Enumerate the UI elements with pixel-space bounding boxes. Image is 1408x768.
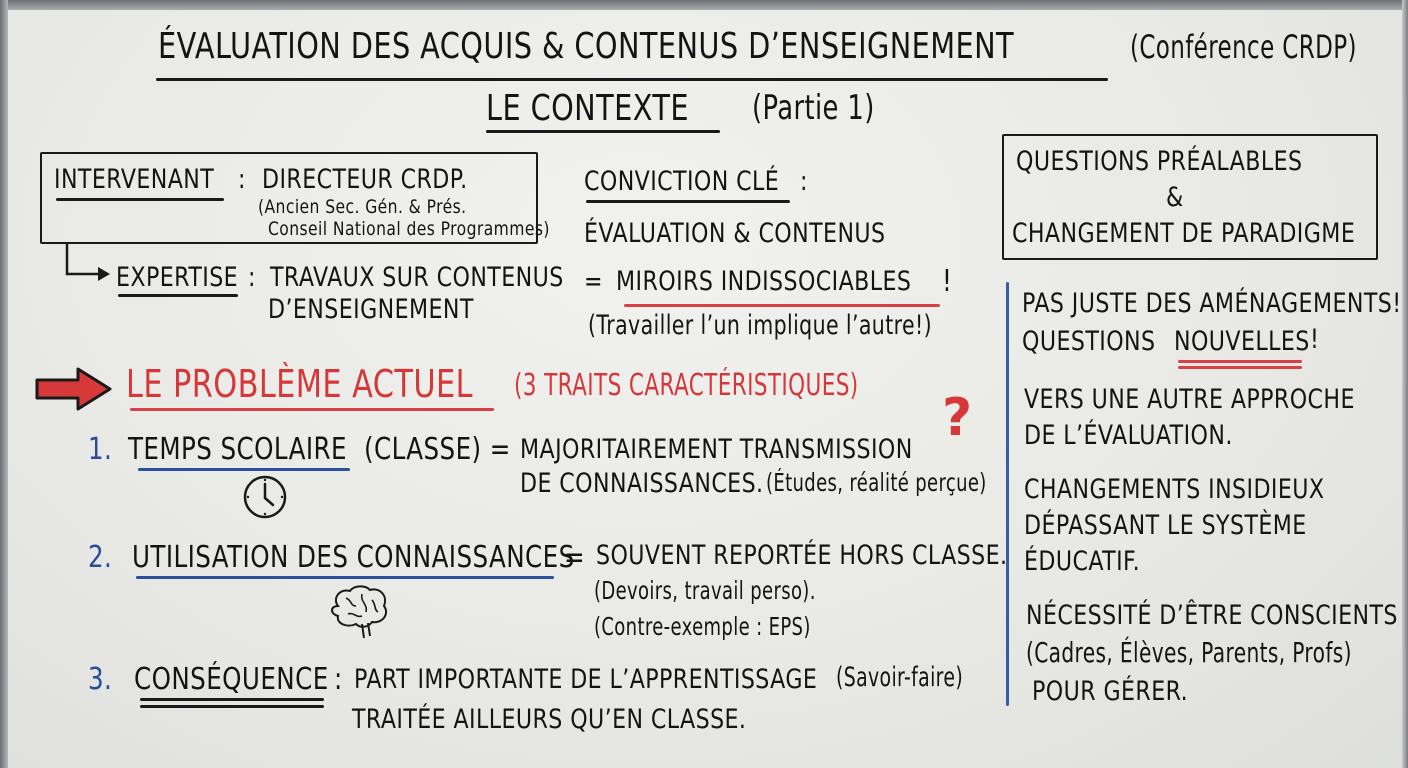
speaker-note-2: Conseil National des Programmes) <box>268 218 550 240</box>
speaker-note-1: (Ancien Sec. Gén. & Prés. <box>258 196 467 218</box>
subtitle-underline <box>486 130 720 133</box>
questions-p4-line-1: NÉCESSITÉ D’ÊTRE CONSCIENTS <box>1026 600 1398 631</box>
questions-p1-highlight: NOUVELLES <box>1174 326 1310 357</box>
item-3-note: (Savoir-faire) <box>836 662 964 693</box>
item-3-number: 3. <box>88 662 113 697</box>
questions-p3-line-2: DÉPASSANT LE SYSTÈME <box>1024 510 1307 541</box>
subtitle-note: (Partie 1) <box>752 88 875 128</box>
title-underline <box>156 78 1108 81</box>
whiteboard-frame-right <box>1402 0 1408 768</box>
questions-p2-line-2: DE L’ÉVALUATION. <box>1024 420 1233 451</box>
whiteboard: ÉVALUATION DES ACQUIS & CONTENUS D’ENSEI… <box>8 10 1402 768</box>
speaker-label: INTERVENANT <box>54 164 215 195</box>
questions-p2-line-1: VERS UNE AUTRE APPROCHE <box>1024 384 1355 415</box>
conviction-line-3: (Travailler l’un implique l’autre!) <box>588 310 932 341</box>
conviction-highlight: MIROIRS INDISSOCIABLES <box>616 266 912 297</box>
item-2-underline <box>136 576 554 579</box>
clock-icon <box>243 475 287 519</box>
conviction-highlight-underline <box>624 304 940 307</box>
item-1-text-2: DE CONNAISSANCES. <box>520 468 764 499</box>
expertise-sep: : <box>248 262 256 293</box>
item-3-text-1: PART IMPORTANTE DE L’APPRENTISSAGE <box>354 664 818 695</box>
speaker-box <box>40 152 538 244</box>
item-3-label-suffix: : <box>334 662 343 697</box>
problem-heading-note: (3 TRAITS CARACTÉRISTIQUES) <box>514 368 859 403</box>
problem-heading: LE PROBLÈME ACTUEL <box>126 362 473 406</box>
item-1-label-suffix: (CLASSE) = <box>364 432 511 467</box>
speaker-sep: : <box>238 164 246 195</box>
expertise-label: EXPERTISE <box>116 262 239 293</box>
page-title: ÉVALUATION DES ACQUIS & CONTENUS D’ENSEI… <box>158 26 1015 67</box>
item-1-note: (Études, réalité perçue) <box>766 468 987 497</box>
item-2-label-suffix: = <box>564 540 586 575</box>
problem-heading-underline <box>130 408 494 411</box>
questions-box-line-3: CHANGEMENT DE PARADIGME <box>1012 218 1356 249</box>
item-2-note-2: (Contre-exemple : EPS) <box>594 612 811 641</box>
item-3-label: CONSÉQUENCE <box>134 662 329 697</box>
expertise-line-2: D’ENSEIGNEMENT <box>268 294 474 325</box>
questions-box-line-2: & <box>1166 182 1184 213</box>
title-note: (Conférence CRDP) <box>1130 28 1357 66</box>
questions-highlight-underline-1 <box>1178 360 1302 363</box>
conviction-line-1: ÉVALUATION & CONTENUS <box>584 218 886 249</box>
questions-p3-line-1: CHANGEMENTS INSIDIEUX <box>1024 474 1325 505</box>
expertise-underline <box>118 294 238 297</box>
questions-p4-line-2: (Cadres, Élèves, Parents, Profs) <box>1026 636 1352 669</box>
whiteboard-frame-left <box>0 0 8 768</box>
conviction-equals: = <box>584 266 603 297</box>
conviction-exclaim: ! <box>942 264 953 299</box>
questions-divider <box>1006 282 1009 706</box>
question-mark-icon: ? <box>942 388 973 448</box>
conviction-label: CONVICTION CLÉ <box>584 166 780 197</box>
questions-box-line-1: QUESTIONS PRÉALABLES <box>1016 146 1303 177</box>
item-1-underline <box>138 468 350 471</box>
questions-p4-line-3: POUR GÉRER. <box>1032 676 1189 707</box>
item-1-text-1: MAJORITAIREMENT TRANSMISSION <box>520 434 913 465</box>
item-3-underline-1 <box>140 698 324 701</box>
speaker-role: DIRECTEUR CRDP. <box>262 164 468 195</box>
conviction-underline <box>586 200 790 203</box>
page-subtitle: LE CONTEXTE <box>486 88 689 129</box>
questions-p1-exclaim: ! <box>1310 324 1320 355</box>
questions-p1-line-1: PAS JUSTE DES AMÉNAGEMENTS! <box>1022 288 1402 319</box>
item-3-underline-2 <box>140 705 324 708</box>
red-arrow-icon <box>35 367 112 411</box>
item-2-text-1: SOUVENT REPORTÉE HORS CLASSE. <box>596 540 1008 571</box>
questions-p3-line-3: ÉDUCATIF. <box>1024 546 1141 577</box>
brain-icon <box>331 585 388 639</box>
questions-p1-prefix: QUESTIONS <box>1022 326 1156 357</box>
item-2-note-1: (Devoirs, travail perso). <box>594 576 816 605</box>
whiteboard-frame-top <box>0 0 1408 10</box>
item-3-text-2: TRAITÉE AILLEURS QU’EN CLASSE. <box>352 704 747 735</box>
item-2-label: UTILISATION DES CONNAISSANCES <box>132 540 575 575</box>
item-1-label: TEMPS SCOLAIRE <box>128 432 347 467</box>
item-1-number: 1. <box>88 432 113 467</box>
expertise-line-1: TRAVAUX SUR CONTENUS <box>270 262 564 293</box>
questions-box <box>1002 134 1378 260</box>
speaker-label-underline <box>56 198 224 201</box>
branch-arrow-icon <box>65 242 110 281</box>
item-2-number: 2. <box>88 540 113 575</box>
questions-highlight-underline-2 <box>1178 366 1302 369</box>
conviction-sep: : <box>800 166 808 197</box>
